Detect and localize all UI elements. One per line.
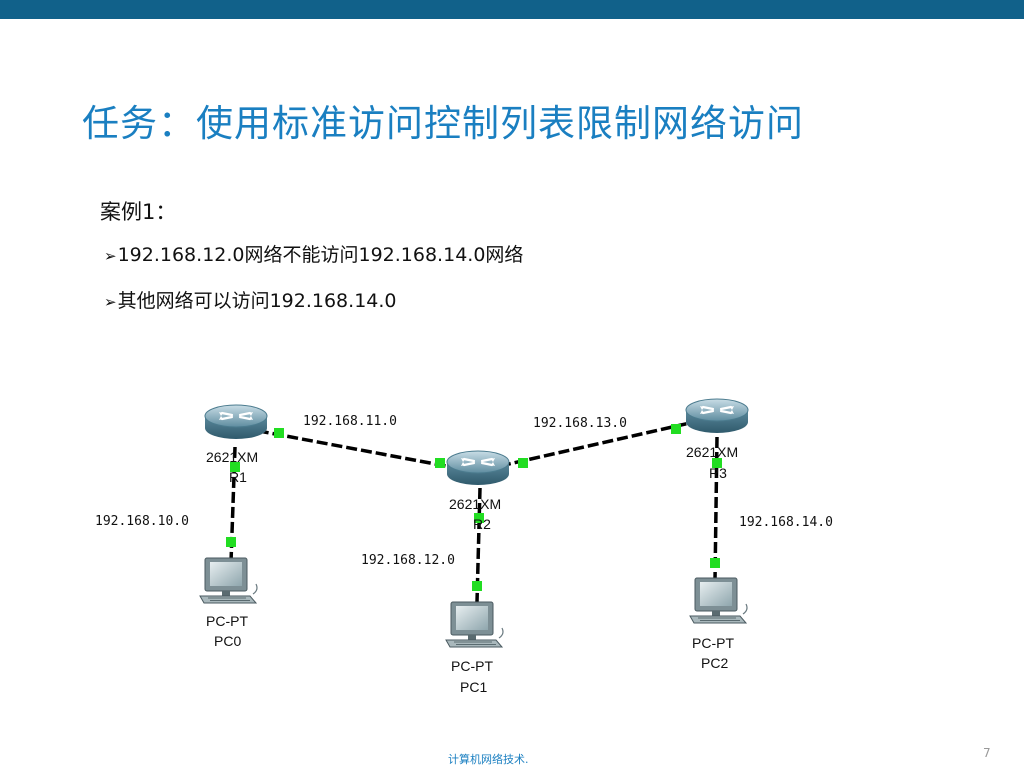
router-r1-model: 2621XM	[206, 449, 258, 465]
link-dot	[710, 558, 720, 568]
pc1-name: PC1	[460, 679, 487, 695]
network-label-pc1: 192.168.12.0	[361, 553, 455, 568]
slide-title: 任务：使用标准访问控制列表限制网络访问	[82, 102, 804, 145]
top-banner	[0, 0, 1024, 19]
pc-pc0[interactable]	[199, 557, 258, 604]
page-number: 7	[983, 746, 991, 760]
link-dot	[472, 581, 482, 591]
router-r1-name: R1	[229, 469, 247, 485]
router-r2-model: 2621XM	[449, 496, 501, 512]
pc2-model: PC-PT	[692, 635, 734, 651]
link-dot	[712, 458, 722, 468]
router-r1[interactable]	[203, 403, 269, 441]
link-dot	[274, 428, 284, 438]
bullet-item: ➢192.168.12.0网络不能访问192.168.14.0网络	[104, 240, 523, 267]
pc2-name: PC2	[701, 655, 728, 671]
bullet-text: 其他网络可以访问192.168.14.0	[117, 290, 397, 312]
network-label-r2-r3: 192.168.13.0	[533, 416, 627, 431]
network-label-r1-r2: 192.168.11.0	[303, 414, 397, 429]
bullet-item: ➢其他网络可以访问192.168.14.0	[104, 286, 397, 313]
router-r3-model: 2621XM	[686, 444, 738, 460]
pc-pc1[interactable]	[445, 601, 504, 648]
link-dot	[226, 537, 236, 547]
link-dot	[474, 513, 484, 523]
link-dot	[230, 462, 240, 472]
link-dot	[518, 458, 528, 468]
network-label-pc0: 192.168.10.0	[95, 514, 189, 529]
pc-pc2[interactable]	[689, 577, 748, 624]
network-label-pc2: 192.168.14.0	[739, 515, 833, 530]
bullet-text: 192.168.12.0网络不能访问192.168.14.0网络	[117, 244, 524, 266]
link-r1-r2	[242, 426, 447, 468]
router-r2[interactable]	[445, 449, 511, 487]
pc1-model: PC-PT	[451, 658, 493, 674]
link-dot	[435, 458, 445, 468]
case-label: 案例1：	[100, 200, 177, 224]
pc0-name: PC0	[214, 633, 241, 649]
link-status-dots	[226, 424, 722, 591]
footer-text: 计算机网络技术.	[448, 753, 529, 766]
pc0-model: PC-PT	[206, 613, 248, 629]
router-r3-name: R3	[709, 465, 727, 481]
router-r3[interactable]	[684, 397, 750, 435]
arrow-bullet-icon: ➢	[104, 247, 117, 265]
link-dot	[671, 424, 681, 434]
arrow-bullet-icon: ➢	[104, 293, 117, 311]
router-r2-name: R2	[473, 516, 491, 532]
